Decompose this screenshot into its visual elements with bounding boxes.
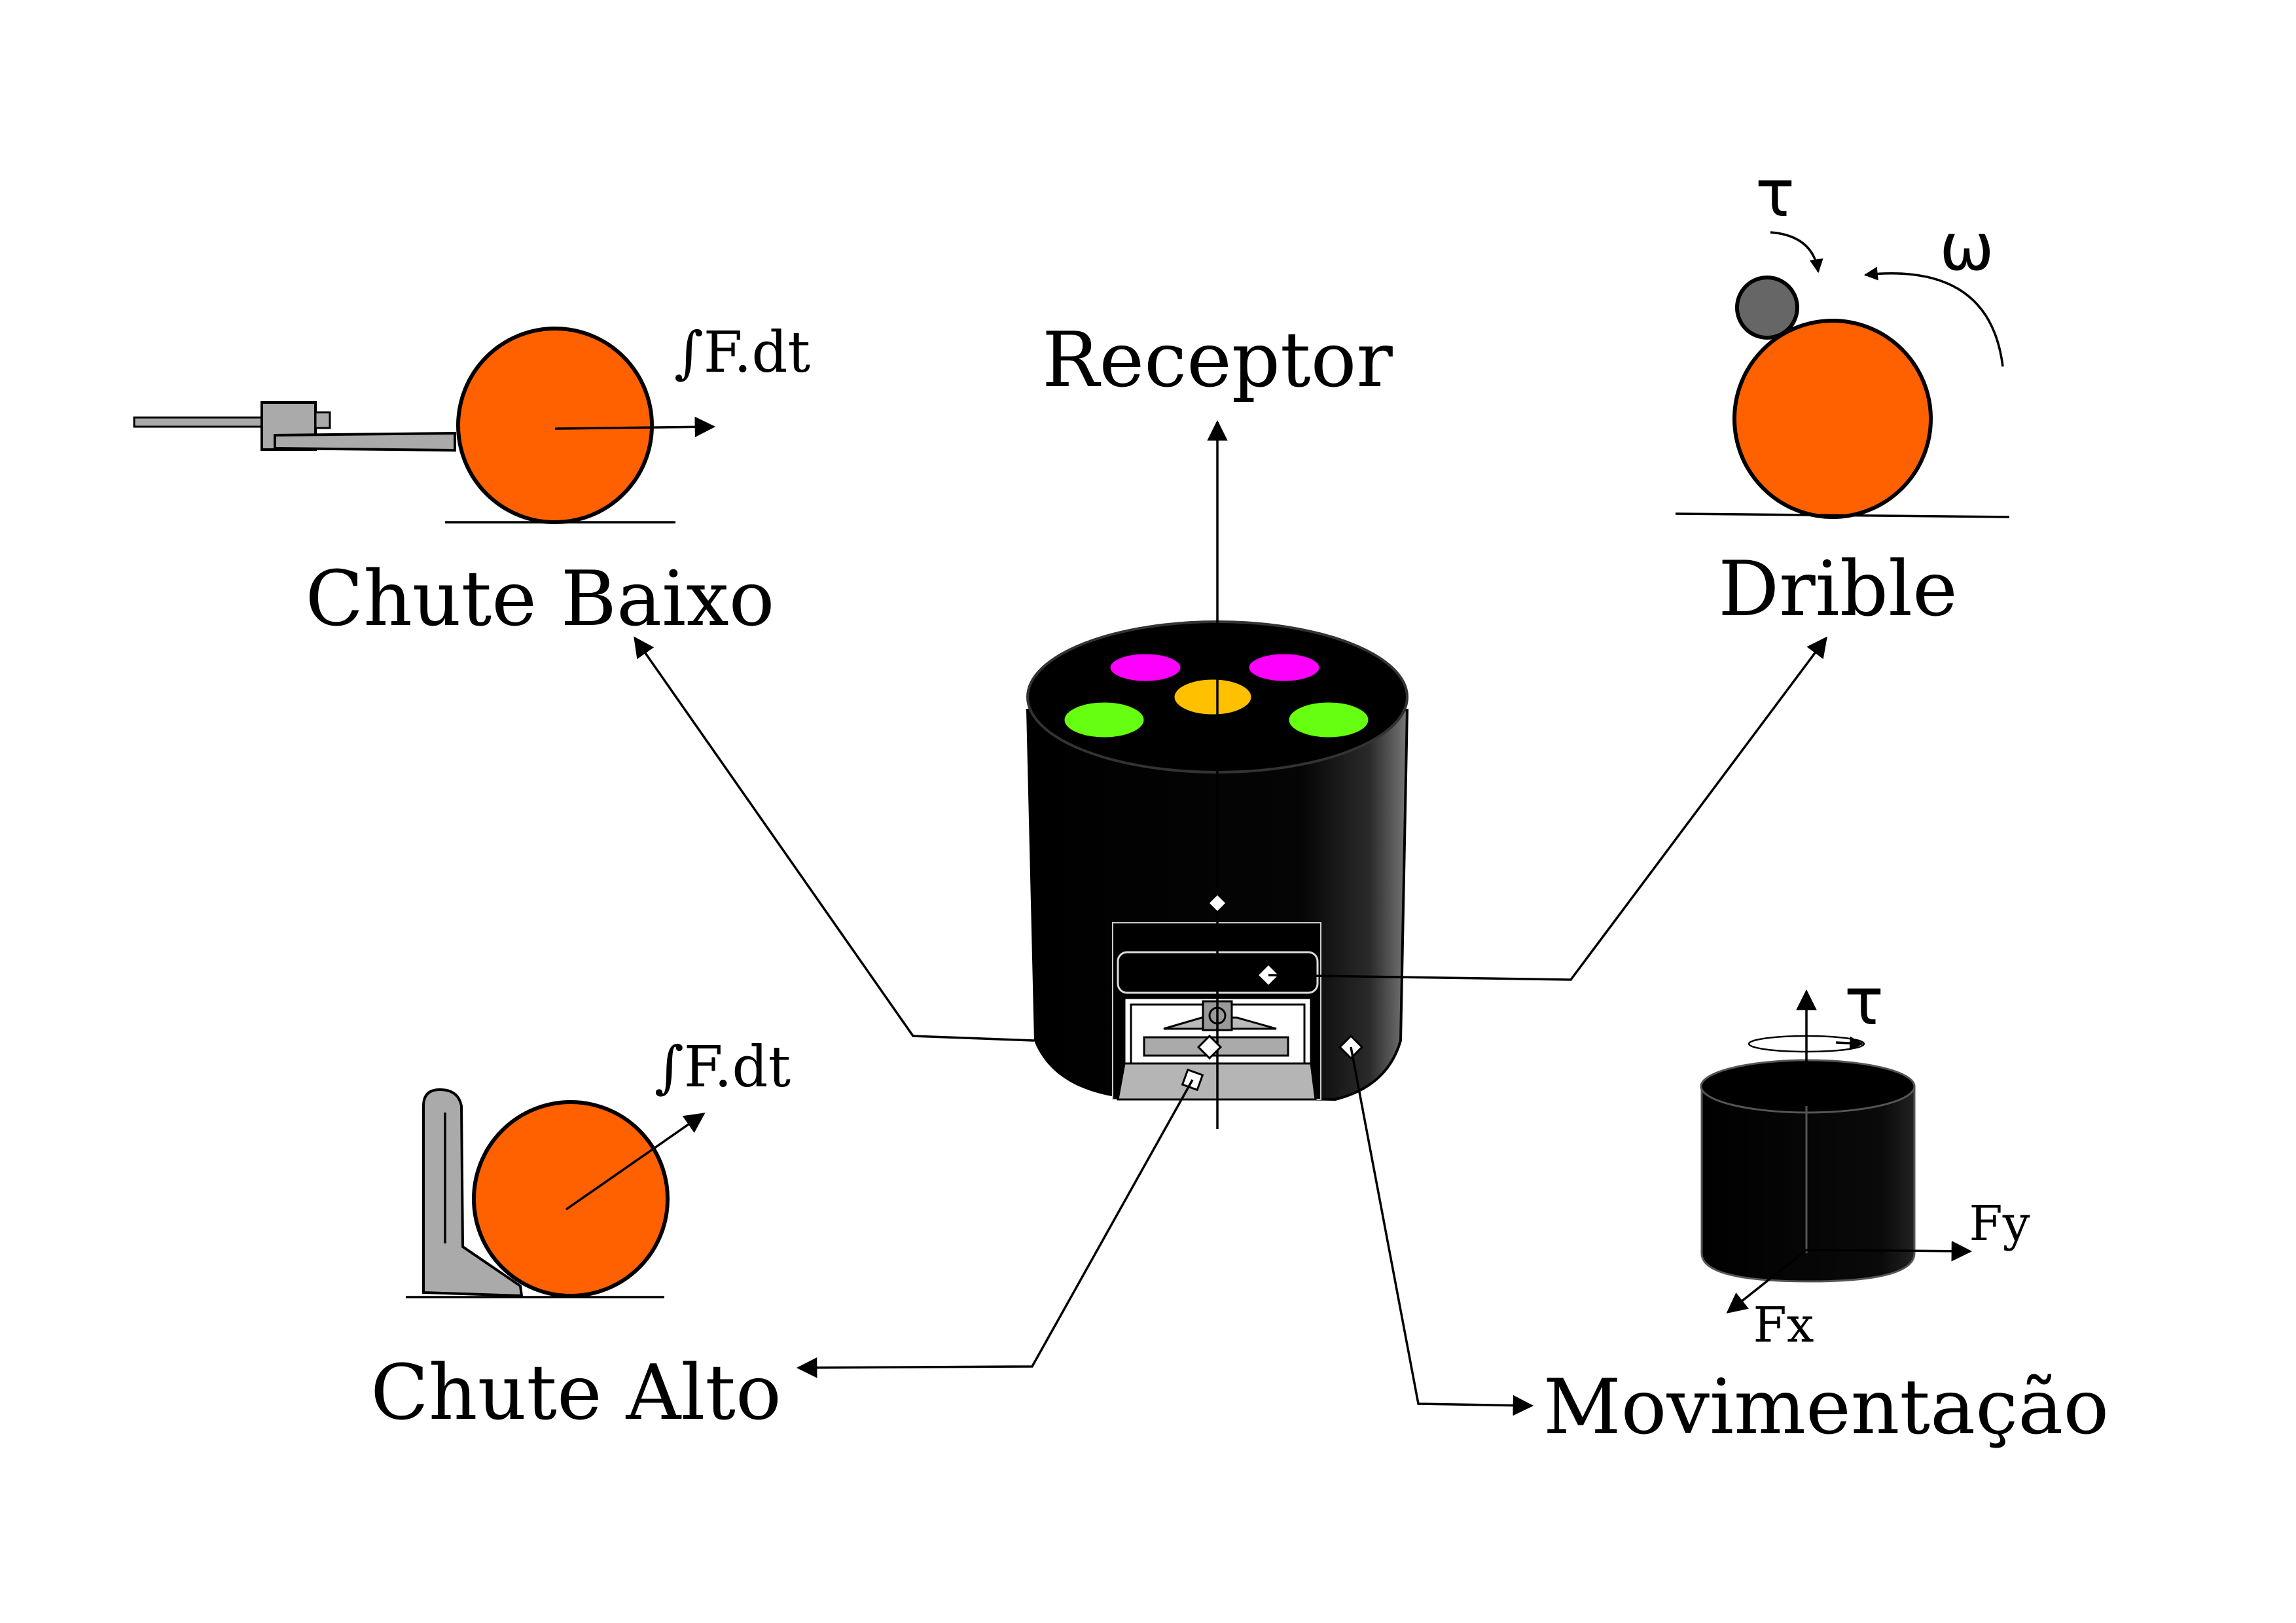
torque-ring [1748, 1035, 1865, 1053]
impulse-arrow-high [565, 1113, 706, 1211]
label-movimentacao: Movimentação [1543, 1363, 2109, 1452]
marker-yellow-center [1172, 677, 1253, 717]
marker-magenta-right [1247, 652, 1321, 683]
marker-magenta-left [1108, 652, 1183, 683]
connector-chute-baixo [1196, 1034, 1223, 1060]
kicker-plunger [274, 431, 456, 452]
chip-kicker-arm [422, 1088, 524, 1298]
label-omega: ω [1939, 209, 1994, 285]
tau-rotation-arrow [1770, 231, 1823, 274]
ground-dribble [1675, 512, 2010, 518]
label-tau-drible: τ [1755, 155, 1795, 232]
base-cylinder [1700, 1085, 1916, 1283]
marker-green-right [1287, 700, 1371, 740]
omega-rotation-arrow [1863, 266, 2004, 367]
label-receptor: Receptor [1042, 316, 1393, 404]
movimentacao-illustration: τ Fy Fx [1700, 963, 2030, 1353]
label-fx: Fx [1753, 1297, 1814, 1353]
ball-dribble [1732, 319, 1933, 519]
label-impulse-high: ∫F.dt [655, 1035, 791, 1100]
robot [1026, 419, 1409, 1129]
leader-drible [1268, 636, 1827, 981]
label-fy: Fy [1969, 1196, 2030, 1252]
label-chute-baixo: Chute Baixo [305, 555, 774, 643]
chute-alto-illustration: ∫F.dt [406, 1035, 791, 1298]
label-chute-alto: Chute Alto [370, 1349, 781, 1437]
ball-low-kick [456, 327, 654, 524]
impulse-arrow-low [554, 416, 716, 438]
drible-illustration: τ ω [1675, 155, 2010, 519]
dribbler-roller-icon [1735, 276, 1799, 340]
label-tau-move: τ [1844, 963, 1884, 1040]
label-impulse-low: ∫F.dt [674, 320, 810, 385]
force-x-arrow [1726, 1249, 1808, 1313]
connector-receptor [1206, 892, 1229, 914]
kicker-rod [133, 416, 268, 428]
ball-high-kick [472, 1100, 670, 1298]
label-drible: Drible [1718, 545, 1958, 633]
leader-chute-alto [796, 1079, 1194, 1378]
force-y-arrow [1806, 1241, 1973, 1262]
marker-green-left [1062, 700, 1146, 740]
base-cylinder-top [1700, 1059, 1916, 1114]
chute-baixo-illustration: ∫F.dt [133, 320, 810, 524]
leader-chute-baixo [634, 636, 1035, 1042]
leader-movimentacao [1350, 1046, 1534, 1416]
